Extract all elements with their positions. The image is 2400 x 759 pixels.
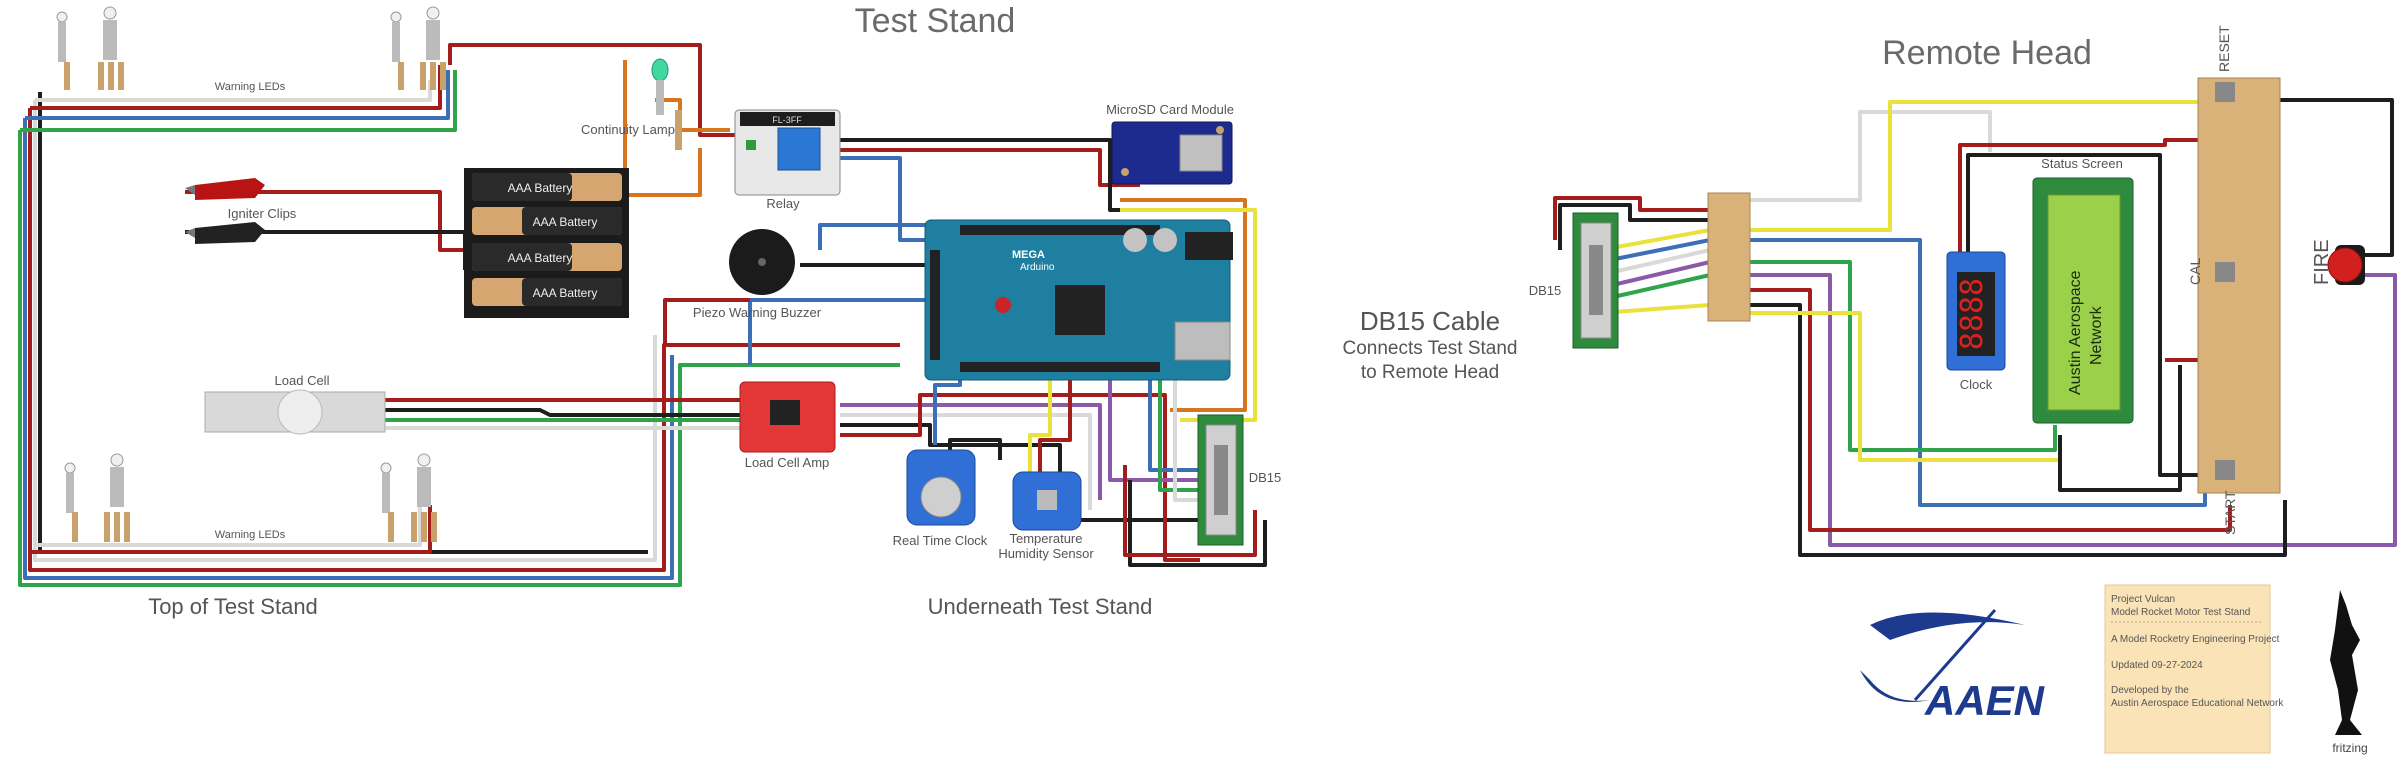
relay-label: Relay — [766, 196, 800, 211]
aaa-battery-4-label: AAA Battery — [533, 286, 598, 300]
aaa-battery-2: AAA Battery — [472, 207, 622, 235]
fritzing-label: fritzing — [2332, 741, 2367, 755]
remote-head-title: Remote Head — [1882, 34, 2092, 72]
remote-perfboard-strip — [1707, 192, 1751, 322]
db15-test-stand-connector: DB15 — [1197, 414, 1282, 546]
continuity-lamp: Continuity Lamp — [581, 58, 682, 150]
info-dev2: Austin Aerospace Educational Network — [2111, 698, 2284, 709]
led-bottom-2 — [104, 453, 130, 542]
led-top-1 — [56, 11, 70, 90]
piezo-buzzer: Piezo Warning Buzzer — [693, 229, 822, 320]
temp-label-1: Temperature — [1010, 531, 1083, 546]
db15-stand-label: DB15 — [1249, 470, 1282, 485]
clock-label: Clock — [1960, 377, 1993, 392]
load-cell-amp: Load Cell Amp — [739, 381, 836, 470]
db15-cable-sub2: to Remote Head — [1361, 362, 1499, 383]
continuity-lamp-label: Continuity Lamp — [581, 122, 675, 137]
lcd-line1: Austin Aerospace — [2067, 270, 2084, 395]
remote-head-wires — [1553, 90, 2397, 557]
temperature-humidity-sensor: Temperature Humidity Sensor — [998, 471, 1094, 561]
clock-digits: 8888 — [1955, 278, 1990, 350]
top-of-stand-label: Top of Test Stand — [148, 594, 318, 619]
aaa-battery-2-label: AAA Battery — [533, 215, 598, 229]
microsd-label: MicroSD Card Module — [1106, 102, 1234, 117]
warning-leds-top-label: Warning LEDs — [215, 81, 286, 93]
info-project: Project Vulcan — [2111, 594, 2175, 605]
arduino-mega: Arduino MEGA — [924, 219, 1233, 381]
db15-cable-sub1: Connects Test Stand — [1343, 338, 1518, 359]
info-updated: Updated 09-27-2024 — [2111, 660, 2203, 671]
aaen-logo-text: AAEN — [1924, 677, 2046, 724]
rtc-label: Real Time Clock — [893, 533, 988, 548]
aaen-logo: AAEN — [1860, 609, 2046, 724]
igniter-clips-label: Igniter Clips — [228, 206, 297, 221]
temp-label-2: Humidity Sensor — [998, 546, 1094, 561]
led-top-4 — [420, 6, 446, 90]
led-bottom-3 — [380, 462, 394, 542]
led-top-3 — [390, 11, 404, 90]
cal-label: CAL — [2187, 258, 2203, 285]
db15-remote-connector: DB15 — [1529, 212, 1619, 349]
clock-display: 8888 Clock — [1946, 251, 2006, 392]
led-bottom-4 — [411, 453, 437, 542]
aaa-battery-1-label: AAA Battery — [508, 181, 573, 195]
aaa-battery-1: AAA Battery — [472, 173, 622, 201]
db15-cable-title: DB15 Cable — [1360, 306, 1500, 336]
info-subtitle: Model Rocket Motor Test Stand — [2111, 607, 2250, 618]
load-cell: Load Cell — [204, 373, 386, 435]
warning-leds-bottom: Warning LEDs — [64, 453, 437, 542]
warning-leds-bottom-label: Warning LEDs — [215, 529, 286, 541]
arduino-brand-label: Arduino — [1020, 262, 1055, 273]
arduino-model-label: MEGA — [1012, 249, 1045, 261]
status-screen-label: Status Screen — [2041, 156, 2123, 171]
microsd-module: MicroSD Card Module — [1106, 102, 1234, 185]
lcd-line2: Network — [2088, 305, 2105, 365]
reset-label: RESET — [2216, 25, 2232, 72]
start-label: START — [2222, 490, 2238, 535]
info-dev1: Developed by the — [2111, 685, 2189, 696]
piezo-label: Piezo Warning Buzzer — [693, 305, 822, 320]
db15-remote-label: DB15 — [1529, 283, 1562, 298]
fritzing-logo: fritzing — [2330, 590, 2368, 755]
test-stand-title: Test Stand — [855, 2, 1016, 40]
load-cell-amp-label: Load Cell Amp — [745, 455, 830, 470]
aaa-battery-4: AAA Battery — [472, 278, 622, 306]
load-cell-label: Load Cell — [275, 373, 330, 388]
igniter-clips: Igniter Clips — [185, 178, 297, 244]
info-card: Project Vulcan Model Rocket Motor Test S… — [2104, 584, 2284, 754]
remote-perfboard: RESET CAL START — [2187, 25, 2281, 535]
battery-pack: AAA Battery AAA Battery AAA Battery AAA … — [464, 168, 629, 318]
fire-label: FIRE — [2311, 239, 2333, 285]
info-kind: A Model Rocketry Engineering Project — [2111, 634, 2280, 645]
led-top-2 — [98, 6, 124, 90]
underneath-stand-label: Underneath Test Stand — [928, 594, 1153, 619]
led-bottom-1 — [64, 462, 78, 542]
fire-button: FIRE — [2311, 239, 2365, 285]
aaa-battery-3: AAA Battery — [472, 243, 622, 271]
relay-module: FL-3FF Relay — [734, 109, 841, 211]
real-time-clock: Real Time Clock — [893, 449, 988, 548]
status-screen: Status Screen Austin Aerospace Network — [2032, 156, 2134, 424]
relay-board-label: FL-3FF — [772, 115, 802, 125]
warning-leds-top: Warning LEDs — [56, 6, 446, 93]
aaa-battery-3-label: AAA Battery — [508, 251, 573, 265]
